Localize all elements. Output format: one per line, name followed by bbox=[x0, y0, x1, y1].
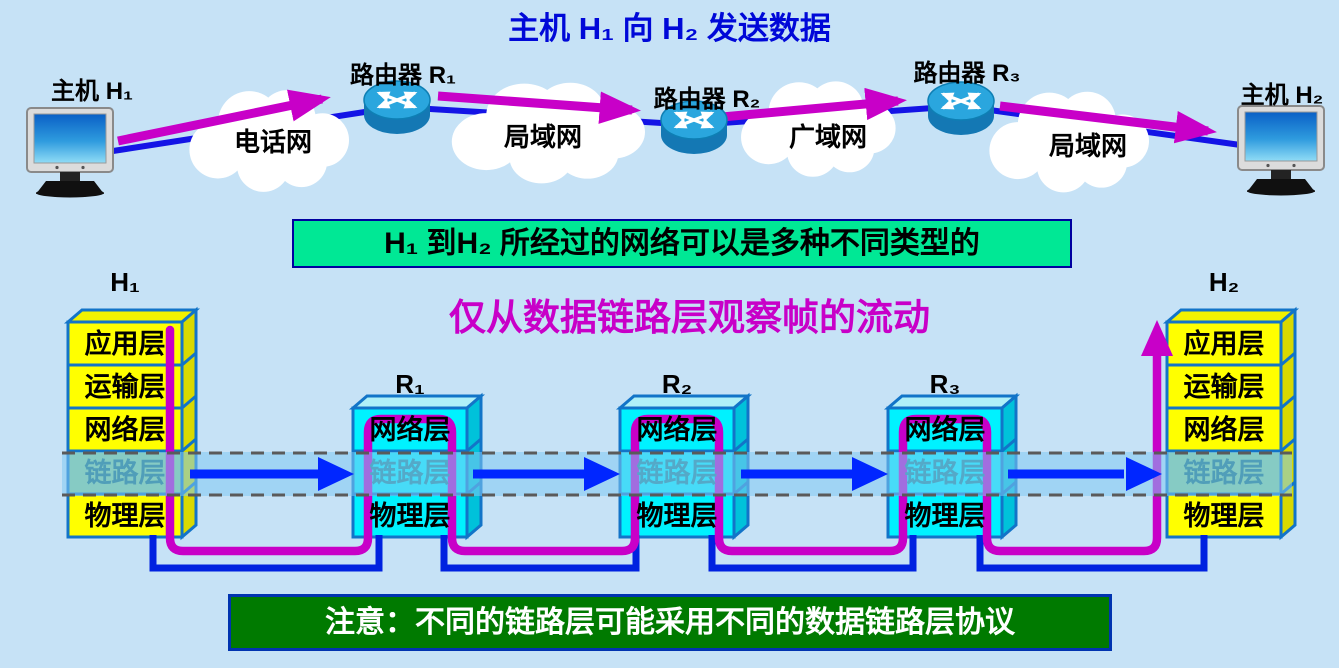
router-r1-label: 路由器 R₁ bbox=[350, 62, 456, 89]
h1-layer-network: 网络层 bbox=[84, 415, 166, 445]
h1-stack-title: H₁ bbox=[110, 267, 140, 297]
middle-banner: H₁ 到H₂ 所经过的网络可以是多种不同类型的 bbox=[292, 219, 1072, 268]
h2-layer-network: 网络层 bbox=[1183, 415, 1265, 445]
bottom-note-banner: 注意：不同的链路层可能采用不同的数据链路层协议 bbox=[228, 594, 1112, 651]
cloud-wan-label: 广域网 bbox=[788, 122, 867, 152]
r2-layer-network: 网络层 bbox=[636, 415, 718, 445]
cloud-telephone-net-label: 电话网 bbox=[233, 127, 312, 157]
frame-flow-path bbox=[165, 325, 1162, 556]
router-r3-icon bbox=[928, 82, 994, 135]
router-r3-label: 路由器 R₃ bbox=[913, 60, 1021, 87]
physical-connectors bbox=[149, 535, 1208, 572]
h2-layer-physical: 物理层 bbox=[1183, 501, 1265, 531]
flow-arrow-r2-r3 bbox=[721, 87, 907, 122]
h2-layer-application: 应用层 bbox=[1183, 329, 1265, 359]
flow-arrow-h1-r1 bbox=[117, 89, 331, 146]
h1-layer-transport: 运输层 bbox=[84, 372, 166, 402]
host-h2-label: 主机 H₂ bbox=[1240, 82, 1324, 109]
cloud-lan-2-label: 局域网 bbox=[1048, 131, 1127, 161]
r3-layer-physical: 物理层 bbox=[904, 501, 986, 531]
r1-layer-network: 网络层 bbox=[369, 415, 451, 445]
frame-flow-arrowhead-up bbox=[1141, 320, 1173, 356]
host-h1-computer-icon bbox=[26, 107, 114, 199]
h2-layer-transport: 运输层 bbox=[1183, 372, 1265, 402]
link-layer-band bbox=[62, 452, 1292, 496]
r1-layer-physical: 物理层 bbox=[369, 501, 451, 531]
r3-layer-network: 网络层 bbox=[904, 415, 986, 445]
h1-layer-physical: 物理层 bbox=[84, 501, 166, 531]
cloud-lan-1-label: 局域网 bbox=[503, 122, 582, 152]
flow-arrow-r3-h2 bbox=[999, 101, 1217, 144]
r3-stack-title: R₃ bbox=[929, 369, 961, 399]
page-title: 主机 H₁ 向 H₂ 发送数据 bbox=[508, 11, 831, 46]
flow-subtitle: 仅从数据链路层观察帧的流动 bbox=[449, 297, 930, 338]
data-flow-arrows-top bbox=[117, 87, 1217, 146]
r2-layer-physical: 物理层 bbox=[636, 501, 718, 531]
r2-stack-title: R₂ bbox=[661, 369, 693, 399]
router-r2-label: 路由器 R₂ bbox=[653, 86, 761, 113]
flow-arrow-r1-r2 bbox=[437, 91, 641, 124]
host-h2-computer-icon bbox=[1237, 105, 1325, 197]
h2-stack-title: H₂ bbox=[1208, 267, 1240, 297]
r1-stack-title: R₁ bbox=[395, 369, 425, 399]
h1-layer-application: 应用层 bbox=[84, 329, 166, 359]
host-h1-label: 主机 H₁ bbox=[51, 78, 133, 105]
